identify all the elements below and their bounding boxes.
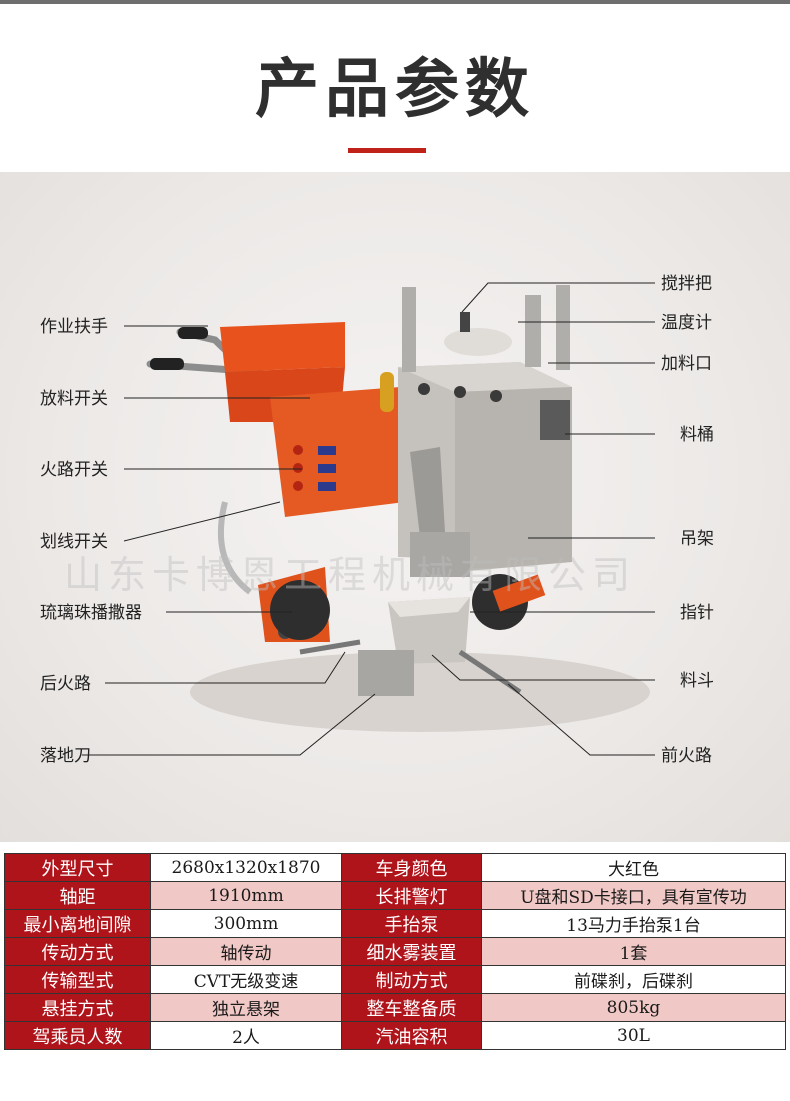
spec-value: 2人 (150, 1021, 342, 1050)
watermark-text: 山东卡博恩工程机械有限公司 (64, 553, 637, 597)
product-photo: 山东卡博恩工程机械有限公司 作业扶手 放料开关 火路开关 划线开关 琉璃珠播撒器… (0, 172, 790, 842)
callout-right-3: 加料口 (661, 354, 712, 374)
spec-key: 细水雾装置 (341, 937, 482, 966)
specs-table: 外型尺寸 2680x1320x1870 车身颜色 大红色 轴距 1910mm 长… (4, 853, 786, 1050)
callout-right-2: 温度计 (661, 313, 712, 333)
callout-right-7: 料斗 (680, 671, 714, 691)
callout-right-8: 前火路 (661, 746, 712, 766)
spec-value: U盘和SD卡接口，具有宣传功 (481, 881, 786, 910)
table-row: 传输型式 CVT无级变速 制动方式 前碟刹，后碟刹 (4, 965, 786, 994)
table-row: 轴距 1910mm 长排警灯 U盘和SD卡接口，具有宣传功 (4, 881, 786, 910)
spec-value: 300mm (150, 909, 342, 938)
line-marking-machine-illustration (82, 282, 655, 756)
callout-right-4: 料桶 (680, 425, 714, 445)
spec-key: 汽油容积 (341, 1021, 482, 1050)
table-row: 驾乘员人数 2人 汽油容积 30L (4, 1021, 786, 1050)
spec-value: 轴传动 (150, 937, 342, 966)
spec-value: 805kg (481, 993, 786, 1022)
spec-key: 长排警灯 (341, 881, 482, 910)
spec-key: 传动方式 (4, 937, 151, 966)
title-underline-accent (348, 148, 426, 153)
spec-key: 最小离地间隙 (4, 909, 151, 938)
callout-right-1: 搅拌把 (661, 274, 712, 294)
callout-left-2: 放料开关 (40, 389, 108, 409)
spec-value: 2680x1320x1870 (150, 853, 342, 882)
callout-left-3: 火路开关 (40, 460, 108, 480)
spec-key: 外型尺寸 (4, 853, 151, 882)
spec-value: 13马力手抬泵1台 (481, 909, 786, 938)
callout-right-6: 指针 (680, 603, 714, 623)
callout-left-5: 琉璃珠播撒器 (40, 603, 142, 623)
spec-key: 传输型式 (4, 965, 151, 994)
table-row: 传动方式 轴传动 细水雾装置 1套 (4, 937, 786, 966)
spec-key: 整车整备质 (341, 993, 482, 1022)
spec-value: 1套 (481, 937, 786, 966)
page-title: 产品参数 (255, 53, 535, 127)
spec-key: 手抬泵 (341, 909, 482, 938)
callout-right-5: 吊架 (680, 529, 714, 549)
spec-key: 驾乘员人数 (4, 1021, 151, 1050)
spec-value: 前碟刹，后碟刹 (481, 965, 786, 994)
callout-left-7: 落地刀 (40, 746, 91, 766)
table-row: 外型尺寸 2680x1320x1870 车身颜色 大红色 (4, 853, 786, 882)
spec-value: 独立悬架 (150, 993, 342, 1022)
spec-value: 1910mm (150, 881, 342, 910)
table-row: 悬挂方式 独立悬架 整车整备质 805kg (4, 993, 786, 1022)
spec-value: CVT无级变速 (150, 965, 342, 994)
spec-key: 车身颜色 (341, 853, 482, 882)
spec-key: 制动方式 (341, 965, 482, 994)
callout-left-1: 作业扶手 (40, 317, 108, 337)
spec-key: 悬挂方式 (4, 993, 151, 1022)
top-border-line (0, 0, 790, 4)
callout-left-4: 划线开关 (40, 532, 108, 552)
table-row: 最小离地间隙 300mm 手抬泵 13马力手抬泵1台 (4, 909, 786, 938)
spec-value: 大红色 (481, 853, 786, 882)
spec-value: 30L (481, 1021, 786, 1050)
spec-key: 轴距 (4, 881, 151, 910)
callout-left-6: 后火路 (40, 674, 91, 694)
